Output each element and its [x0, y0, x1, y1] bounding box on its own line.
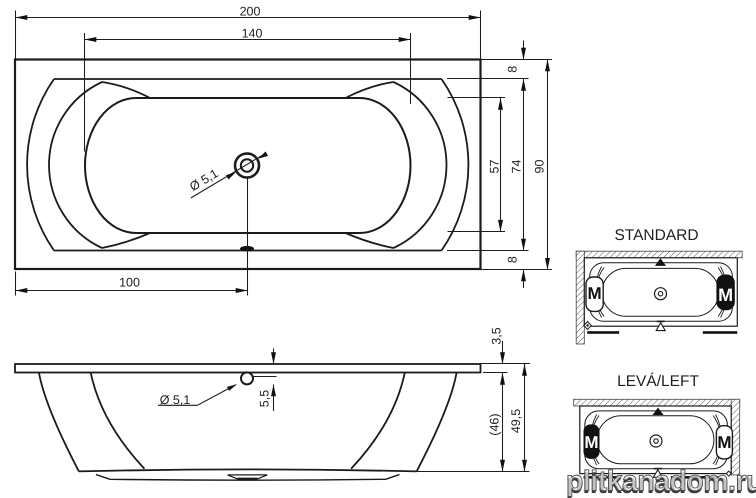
svg-text:57: 57 — [488, 160, 502, 174]
svg-text:8: 8 — [506, 66, 520, 73]
svg-text:STANDARD: STANDARD — [614, 227, 698, 244]
svg-text:8: 8 — [506, 256, 520, 263]
svg-text:plitkanadom.ru: plitkanadom.ru — [566, 465, 756, 497]
svg-text:74: 74 — [510, 160, 524, 174]
svg-text:200: 200 — [240, 5, 261, 19]
svg-text:M: M — [588, 284, 602, 303]
svg-text:M: M — [584, 433, 598, 452]
svg-text:LEVÁ/LEFT: LEVÁ/LEFT — [617, 372, 699, 390]
svg-text:(46): (46) — [488, 413, 502, 435]
svg-text:Ø 5,1: Ø 5,1 — [160, 393, 191, 407]
svg-text:3,5: 3,5 — [490, 327, 504, 344]
svg-text:M: M — [717, 433, 731, 452]
svg-text:5,5: 5,5 — [258, 390, 272, 407]
svg-text:plitkanadom.ru: plitkanadom.ru — [566, 468, 756, 498]
svg-text:49,5: 49,5 — [509, 409, 523, 433]
svg-text:140: 140 — [242, 27, 263, 41]
svg-text:M: M — [718, 285, 733, 305]
svg-text:90: 90 — [533, 160, 547, 174]
svg-text:100: 100 — [119, 276, 140, 290]
